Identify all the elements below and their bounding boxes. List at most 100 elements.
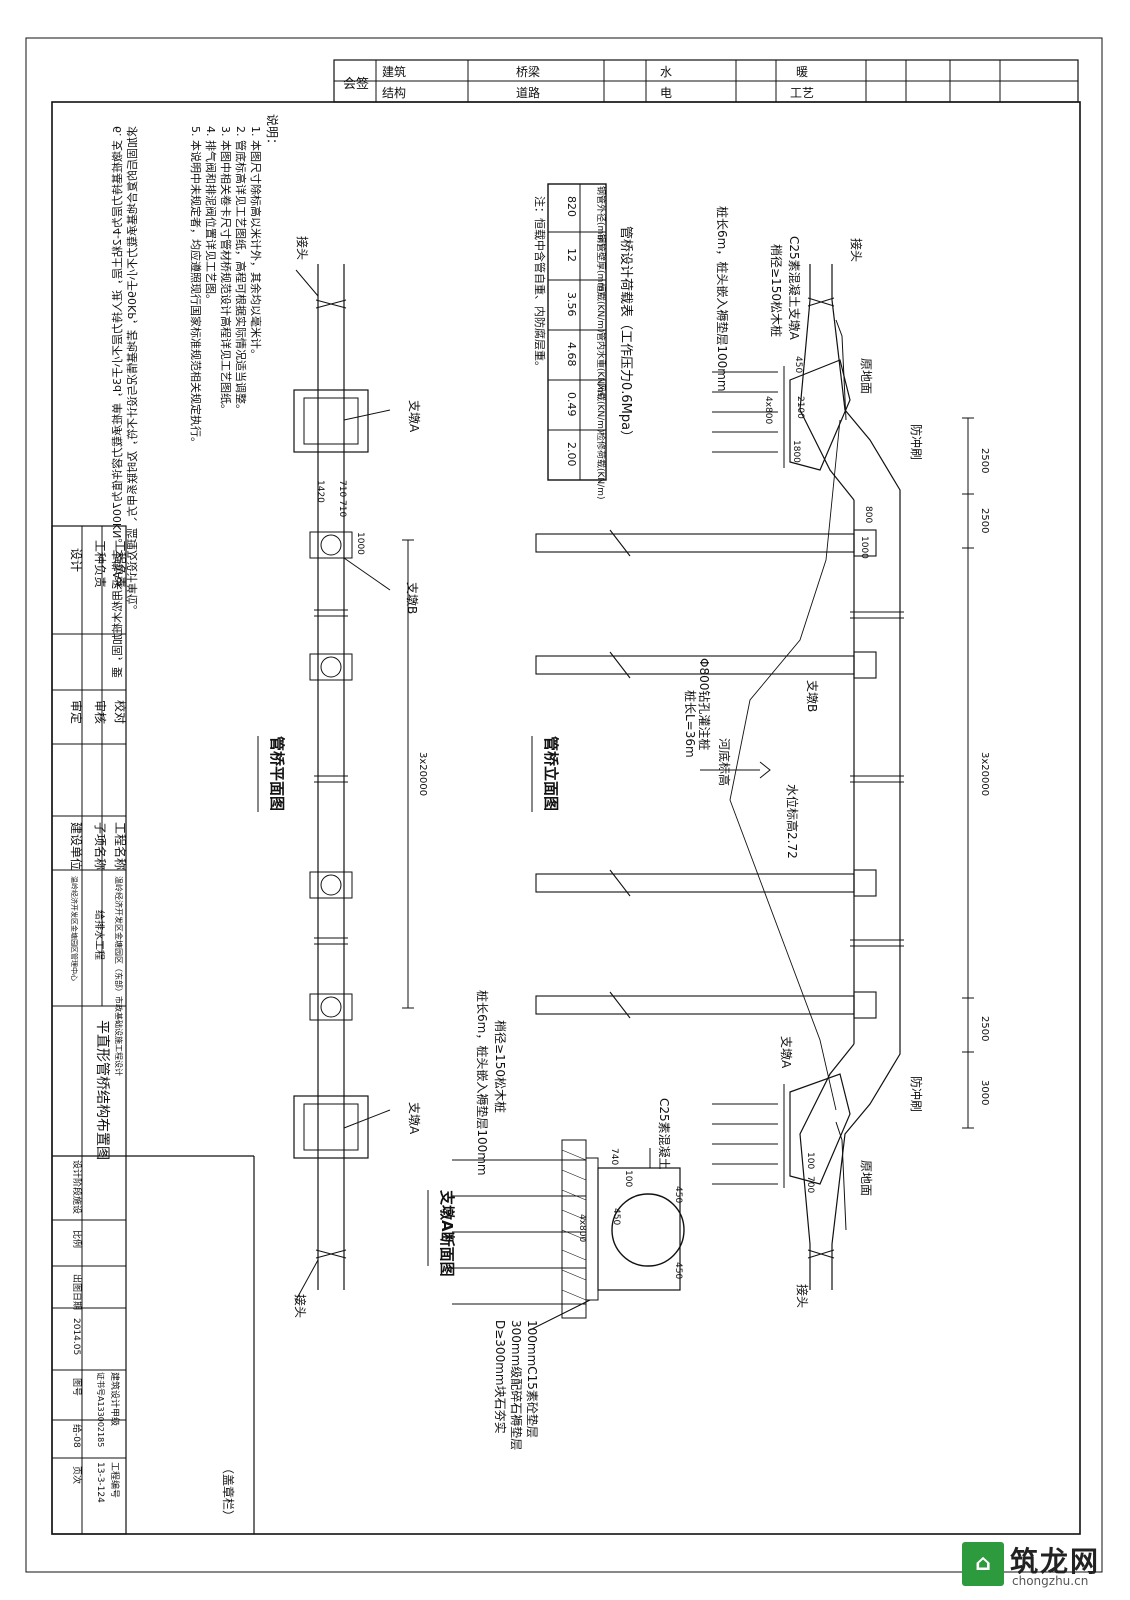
signoff-cell-process: 工艺: [790, 86, 814, 100]
notes-item: 2. 管底标高详见工艺图纸，高程可根据实际情况适当调整。: [234, 126, 248, 415]
elev-pile-length: 桩长L=36m: [683, 690, 698, 758]
tb-scale-label: 比例: [71, 1230, 83, 1248]
tb-role-4: 审核: [93, 700, 108, 724]
load-header-0: 钢管外径(mm): [595, 186, 607, 247]
title-block: 工程负责 工种负责 设计 校对 审核 审定 工程名称 子项名称 建设单位 温岭经…: [51, 525, 255, 1535]
plan-joint-bottom: 接头: [293, 1294, 308, 1318]
tb-job-no: 13-3-124: [95, 1462, 105, 1503]
tb-stamp-label: （盖章栏）: [221, 1462, 236, 1522]
elev-dim-2500-b: 2500: [979, 508, 990, 533]
tb-stage: 施设: [71, 1196, 83, 1214]
elev-joint-top: 接头: [849, 238, 864, 262]
section-dim-100: 100: [623, 1170, 633, 1187]
elev-dim-800: 800: [863, 506, 873, 523]
tb-no: 给-08: [71, 1424, 83, 1448]
section-dim-450c: 450: [673, 1262, 683, 1279]
elev-ground-bottom: 原地面: [859, 1160, 873, 1196]
load-cell: 820: [565, 196, 578, 217]
elev-ground-top: 原地面: [859, 358, 873, 394]
section-c25: C25素混凝土: [657, 1098, 672, 1170]
load-table-note: 注：恒载中含管自重、内防腐层重。: [533, 196, 547, 372]
signoff-cell-arch: 建筑: [382, 64, 406, 79]
elev-dim-2500-c: 2500: [979, 1016, 990, 1041]
load-cell: 4.68: [565, 342, 578, 367]
tb-role-0: 工程负责: [113, 540, 128, 588]
elev-river-bed: 河底标高: [717, 738, 732, 786]
elev-dim-100: 100: [805, 1152, 815, 1169]
tb-project-name: 温岭经济开发区金塘园区（东部）市政基础设施工程设计: [114, 876, 124, 1076]
plan-title: 管桥平面图: [268, 736, 286, 811]
load-header-1: 钢管壁厚(mm): [595, 234, 607, 295]
plan-support-a-top: 支墩A: [407, 400, 421, 433]
signoff-cell-water: 水: [660, 65, 672, 79]
elev-dim-1000: 1000: [859, 536, 869, 559]
logo-name: 筑龙网: [1010, 1545, 1101, 1578]
tb-sub-label: 子项名称: [93, 822, 108, 870]
plan-view: 接头 支墩A 支墩B 支墩A 接头 1420 710 710 1000 3x20…: [257, 236, 428, 1318]
tb-owner-label: 建设单位: [69, 822, 84, 870]
tb-stage-label: 设计阶段: [71, 1160, 83, 1196]
load-header-5: 检修荷载(KN/m): [595, 432, 607, 499]
elev-dim-4800: 4x800: [763, 396, 773, 425]
load-header-4: 风载(KN/m): [595, 383, 607, 432]
elev-pile-spec: 梢径≥150松木桩: [769, 244, 784, 337]
tb-cert-no: 证书号A133002185: [96, 1372, 106, 1447]
elev-dim-2100: 2100: [795, 396, 805, 419]
section-dim-450a: 450: [611, 1208, 621, 1225]
elev-pile-spec2-b: 桩长6m，桩头嵌入褥垫层100mm: [475, 990, 490, 1176]
load-cell: 12: [565, 248, 578, 262]
load-cell: 3.56: [565, 292, 578, 317]
section-view: C25素混凝土 100mmC15素砼垫层 300mm级配碎石褥垫层 D≥300m…: [427, 1098, 685, 1450]
load-header-2: 恒载(KN/m): [595, 283, 607, 332]
elev-dim-700: 700: [805, 1176, 815, 1193]
tb-page-label: 页次: [71, 1466, 83, 1484]
plan-support-a-bottom: 支墩A: [407, 1102, 421, 1135]
notes-item: 5. 本说明中未规定者，均应遵照现行国家标准规范相关规定执行。: [189, 126, 203, 448]
elev-c25-pier: C25素混凝土支墩A: [787, 236, 802, 341]
elevation-title: 管桥立面图: [542, 736, 560, 811]
elev-support-a: 支墩A: [779, 1036, 793, 1069]
elev-pile-spec-b: 梢径≥150松木桩: [493, 1020, 508, 1113]
elev-bored-pile: Φ800钻孔灌注桩: [697, 658, 712, 750]
elev-dim-1800: 1800: [791, 440, 801, 463]
outer-border: [25, 37, 1103, 1573]
tb-project-label: 工程名称: [113, 822, 128, 870]
elev-water-level: 水位标高2.72: [785, 784, 800, 859]
logo-url: chongzhu.cn: [1012, 1574, 1089, 1588]
plan-dim-1000: 1000: [355, 532, 365, 555]
load-table-title: 管桥设计荷载表（工作压力0.6Mpa）: [618, 226, 633, 443]
tb-date: 2014.05: [71, 1318, 81, 1355]
plan-dim-total: 3x20000: [417, 752, 428, 796]
signoff-cell-bridge: 桥梁: [516, 64, 540, 79]
elev-scour-top: 防冲刷: [909, 424, 924, 460]
section-dim-740: 740: [609, 1148, 619, 1165]
site-logo: ⌂ 筑龙网 chongzhu.cn: [962, 1538, 1122, 1592]
section-title: 支墩A断面图: [438, 1189, 456, 1277]
tb-no-label: 图号: [71, 1378, 82, 1396]
river-bed-line: [729, 419, 841, 1111]
signoff-cell-elec: 电: [660, 86, 672, 100]
elevation-view: 接头 C25素混凝土支墩A 梢径≥150松木桩 桩长6m，桩头嵌入褥垫层100m…: [475, 206, 990, 1308]
signoff-cell-struct: 结构: [382, 85, 406, 100]
section-dim-4800: 4x800: [577, 1214, 587, 1243]
section-dim-450b: 450: [673, 1186, 683, 1203]
signoff-title: 会签: [343, 76, 369, 92]
plan-dim-split: 710 710: [337, 480, 347, 517]
bored-piles: [535, 529, 877, 1019]
notes-item: 1. 本图尺寸除标高以米计外，其余均以毫米计。: [249, 126, 263, 360]
signoff-table: 会签 建筑 结构 桥梁 道路 水 电 暖 工艺: [333, 59, 1079, 103]
tb-role-1: 工种负责: [93, 540, 107, 588]
elev-dim-2500-a: 2500: [979, 448, 990, 473]
tb-date-label: 出图日期: [71, 1274, 83, 1310]
plan-dim-1420: 1420: [315, 480, 325, 503]
notes-heading: 说明：: [265, 114, 280, 150]
tb-cert: 建筑设计甲级: [109, 1372, 121, 1426]
notes-item: 3. 本图中相关卷卡尺寸管材桥规范设计高程详见工艺图纸。: [219, 126, 233, 415]
tb-drawing-title: 平直形管桥结构布置图: [94, 1020, 111, 1160]
tb-role-2: 设计: [69, 548, 83, 572]
plan-support-b: 支墩B: [405, 582, 419, 614]
signoff-cell-road: 道路: [516, 85, 540, 100]
section-layer2: 300mm级配碎石褥垫层: [509, 1320, 524, 1450]
elev-dim-450: 450: [793, 356, 803, 373]
